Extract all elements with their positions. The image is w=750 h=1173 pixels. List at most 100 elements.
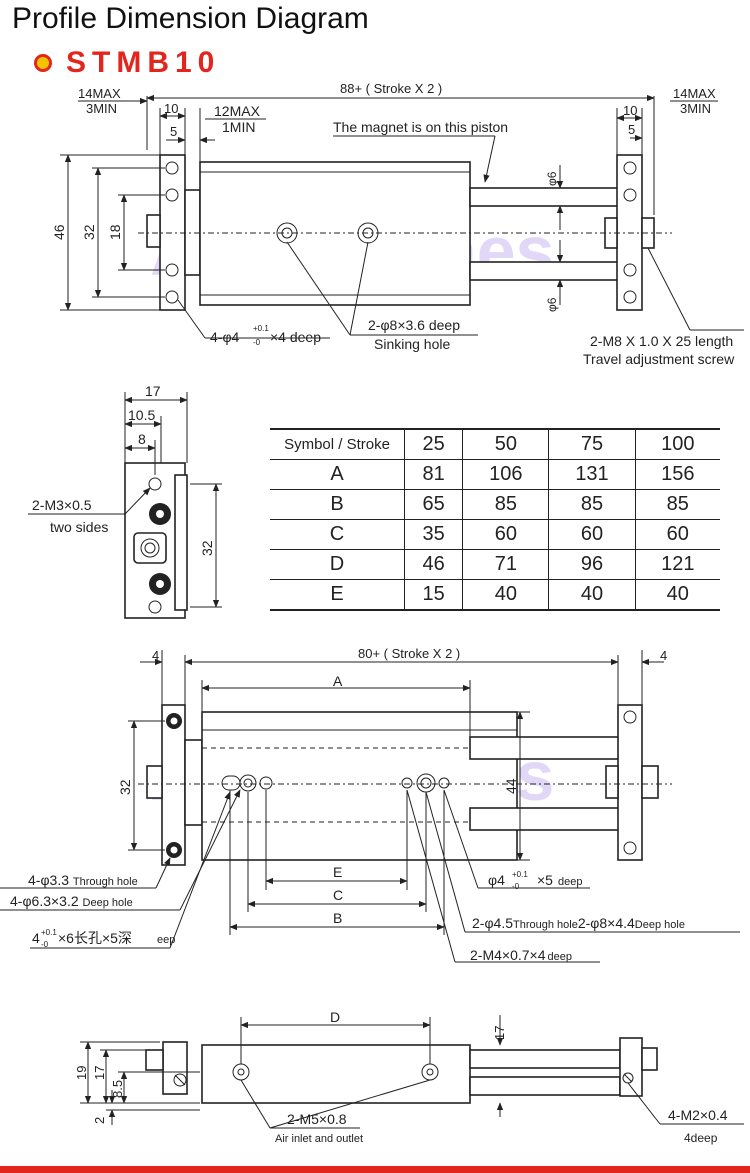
table-header: 100 bbox=[635, 429, 720, 460]
table-cell: C bbox=[270, 519, 405, 550]
dim-A: A bbox=[333, 673, 343, 689]
front-tap-label: 4-M2×0.4 bbox=[668, 1107, 728, 1123]
stroke-table: Symbol / Stroke 25 50 75 100 A 81 106 13… bbox=[270, 428, 720, 611]
table-cell: 85 bbox=[462, 489, 550, 520]
bottom-body bbox=[201, 711, 518, 861]
screw-head-icon bbox=[140, 538, 160, 558]
dim-E: E bbox=[333, 864, 342, 880]
dim-5-right: 5 bbox=[628, 122, 635, 137]
table-cell: 60 bbox=[635, 519, 720, 550]
side-thread-note: two sides bbox=[50, 519, 108, 535]
slot-label: 4 bbox=[32, 930, 40, 946]
table-cell: E bbox=[270, 579, 405, 611]
side-view: 17 10.5 8 32 2-M3×0.5 two sides bbox=[28, 383, 222, 619]
svg-text:eep: eep bbox=[157, 934, 175, 946]
thru-hole-a-label: 4-φ3.3 Through hole bbox=[28, 872, 138, 888]
guide-rod-top bbox=[469, 187, 621, 207]
dim-10-right: 10 bbox=[623, 103, 637, 118]
table-cell: 121 bbox=[635, 549, 720, 580]
overall-length-label: 88+ ( Stroke X 2 ) bbox=[340, 81, 442, 96]
front-dim-17-right: 17 bbox=[492, 1026, 507, 1040]
table-header: 25 bbox=[404, 429, 464, 460]
table-cell: D bbox=[270, 549, 405, 580]
thru-hole-b-label: 2-φ4.5Through hole2-φ8×4.4Deep hole bbox=[472, 915, 685, 931]
svg-text:+0.1: +0.1 bbox=[41, 928, 57, 937]
dim-D: D bbox=[330, 1009, 340, 1025]
height-46: 46 bbox=[51, 224, 67, 240]
bottom-height-32: 32 bbox=[117, 779, 133, 795]
min-label-left: 3MIN bbox=[86, 101, 117, 116]
svg-text:-0: -0 bbox=[512, 882, 520, 891]
rod-dia-bottom: φ6 bbox=[545, 297, 559, 312]
height-18: 18 bbox=[107, 224, 123, 240]
table-cell: B bbox=[270, 489, 405, 520]
svg-text:+0.1: +0.1 bbox=[512, 870, 528, 879]
pin-hole-label: φ4 bbox=[488, 872, 505, 888]
svg-text:-0: -0 bbox=[253, 338, 261, 347]
sinking-hole-label: 2-φ8×3.6 deep bbox=[368, 317, 460, 333]
table-cell: 106 bbox=[462, 459, 550, 490]
air-port-label: 2-M5×0.8 bbox=[287, 1111, 347, 1127]
table-header: 50 bbox=[462, 429, 550, 460]
table-row: E 15 40 40 40 bbox=[270, 579, 720, 611]
bottom-dim-4-right: 4 bbox=[660, 648, 667, 663]
magnet-note: The magnet is on this piston bbox=[333, 119, 508, 135]
table-row: D 46 71 96 121 bbox=[270, 549, 720, 580]
dim-C: C bbox=[333, 887, 343, 903]
table-row: B 65 85 85 85 bbox=[270, 489, 720, 520]
mount-hole-icon bbox=[165, 161, 179, 304]
table-cell: 40 bbox=[548, 579, 636, 611]
front-dim-8-5: 8.5 bbox=[110, 1080, 125, 1098]
svg-text:-0: -0 bbox=[41, 940, 49, 949]
side-dim-17: 17 bbox=[145, 383, 161, 399]
side-dim-10-5: 10.5 bbox=[128, 407, 155, 423]
table-cell: 131 bbox=[548, 459, 636, 490]
dim-B: B bbox=[333, 910, 342, 926]
max-label-left: 14MAX bbox=[78, 86, 121, 101]
table-header: Symbol / Stroke bbox=[270, 429, 405, 460]
table-cell: 65 bbox=[404, 489, 464, 520]
sinking-hole-name: Sinking hole bbox=[374, 336, 450, 352]
dim-5-left: 5 bbox=[170, 124, 177, 139]
front-body bbox=[201, 1044, 471, 1104]
bottom-view: 4 4 80+ ( Stroke X 2 ) A 32 44 E C B bbox=[0, 646, 740, 963]
through-hole-icon bbox=[239, 774, 257, 792]
table-header: 75 bbox=[548, 429, 636, 460]
front-dim-19: 19 bbox=[74, 1066, 89, 1080]
height-32: 32 bbox=[81, 224, 97, 240]
table-cell: 35 bbox=[404, 519, 464, 550]
table-row: C 35 60 60 60 bbox=[270, 519, 720, 550]
top-view: 88+ ( Stroke X 2 ) 14MAX 3MIN 10 5 12MAX… bbox=[51, 81, 744, 367]
bottom-left-plate bbox=[161, 704, 186, 866]
front-view: D 17 19 17 8.5 2 2-M5×0.8 Air inlet and … bbox=[74, 1009, 744, 1145]
svg-text:×5: ×5 bbox=[537, 872, 553, 888]
svg-text:+0.1: +0.1 bbox=[253, 324, 269, 333]
screw-label: 2-M8 X 1.0 X 25 length bbox=[590, 333, 733, 349]
front-dim-2: 2 bbox=[92, 1117, 107, 1124]
table-row: A 81 106 131 156 bbox=[270, 459, 720, 490]
screw-name: Travel adjustment screw bbox=[583, 351, 735, 367]
front-left-block bbox=[162, 1041, 188, 1095]
thread-hole-icon bbox=[148, 600, 162, 614]
svg-text:×4 deep: ×4 deep bbox=[270, 329, 321, 345]
footer-bar bbox=[0, 1166, 750, 1173]
table-cell: 40 bbox=[462, 579, 550, 611]
mount-hole-label: 4-φ4 bbox=[210, 329, 240, 345]
rod-dia-top: φ6 bbox=[545, 171, 559, 186]
front-tap-note: 4deep bbox=[684, 1131, 718, 1145]
table-header-row: Symbol / Stroke 25 50 75 100 bbox=[270, 429, 720, 460]
dim-10-left: 10 bbox=[164, 101, 178, 116]
mount-hole-icon bbox=[623, 161, 637, 304]
bottom-height-44: 44 bbox=[503, 778, 519, 794]
table-cell: 96 bbox=[548, 549, 636, 580]
table-cell: 46 bbox=[404, 549, 464, 580]
table-cell: 81 bbox=[404, 459, 464, 490]
table-cell: A bbox=[270, 459, 405, 490]
table-cell: 156 bbox=[635, 459, 720, 490]
guide-rod-bottom bbox=[469, 261, 621, 281]
table-cell: 85 bbox=[548, 489, 636, 520]
min-label-right: 3MIN bbox=[680, 101, 711, 116]
table-cell: 85 bbox=[635, 489, 720, 520]
page-title: Profile Dimension Diagram bbox=[12, 2, 369, 35]
